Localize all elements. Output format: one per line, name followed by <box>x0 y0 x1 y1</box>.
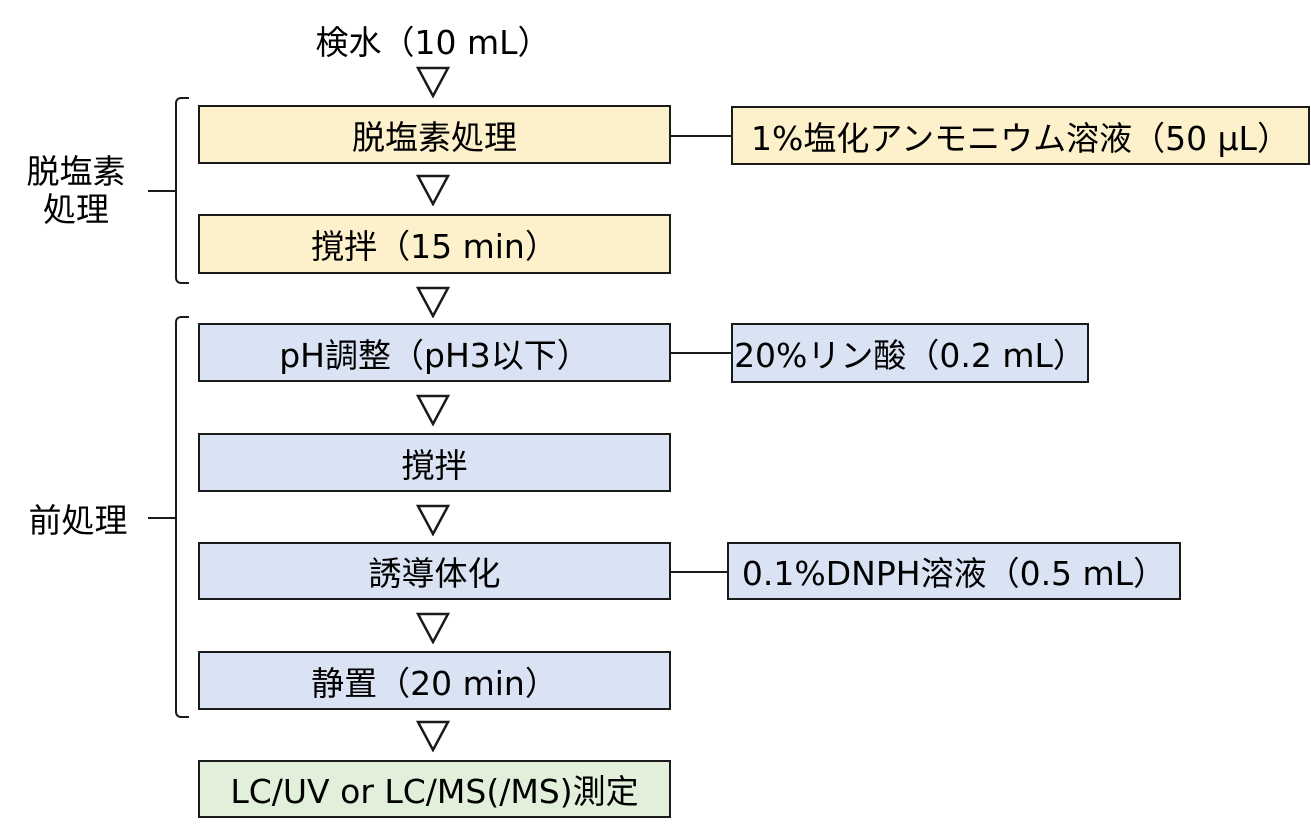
connector-dnph <box>671 571 727 573</box>
down-triangle-icon <box>416 394 450 426</box>
reagent-phosphoric-acid: 20%リン酸（0.2 mL） <box>731 323 1089 383</box>
group-label-dechlorination: 脱塩素 処理 <box>6 148 146 234</box>
connector-ammonium-chloride <box>671 135 731 137</box>
step-derivatize: 誘導体化 <box>198 542 671 600</box>
step-ph-adjust: pH調整（pH3以下） <box>198 323 671 382</box>
step-stand-20min: 静置（20 min） <box>198 651 671 710</box>
bracket-dechlorination <box>175 97 189 284</box>
connector-phosphoric-acid <box>671 352 731 354</box>
reagent-dnph: 0.1%DNPH溶液（0.5 mL） <box>727 542 1181 600</box>
down-triangle-icon <box>416 720 450 752</box>
group-label-pretreatment: 前処理 <box>28 501 128 540</box>
down-triangle-icon <box>416 174 450 206</box>
down-triangle-icon <box>416 504 450 536</box>
step-measurement: LC/UV or LC/MS(/MS)測定 <box>198 760 671 818</box>
down-triangle-icon <box>416 612 450 644</box>
group-label-dechlorination-line1: 脱塩素 <box>26 152 126 192</box>
reagent-ammonium-chloride: 1%塩化アンモニウム溶液（50 μL） <box>731 106 1310 165</box>
group-label-dechlorination-line2: 処理 <box>43 190 109 229</box>
down-triangle-icon <box>416 66 450 98</box>
bracket-tick-dechlorination <box>148 190 176 192</box>
step-stir-15min: 撹拌（15 min） <box>198 214 671 274</box>
bracket-pretreatment <box>175 316 189 718</box>
bracket-tick-pretreatment <box>148 517 176 519</box>
down-triangle-icon <box>416 286 450 318</box>
step-dechlorination: 脱塩素処理 <box>198 105 671 164</box>
step-stir: 撹拌 <box>198 433 671 492</box>
sample-label: 検水（10 mL） <box>315 23 551 62</box>
